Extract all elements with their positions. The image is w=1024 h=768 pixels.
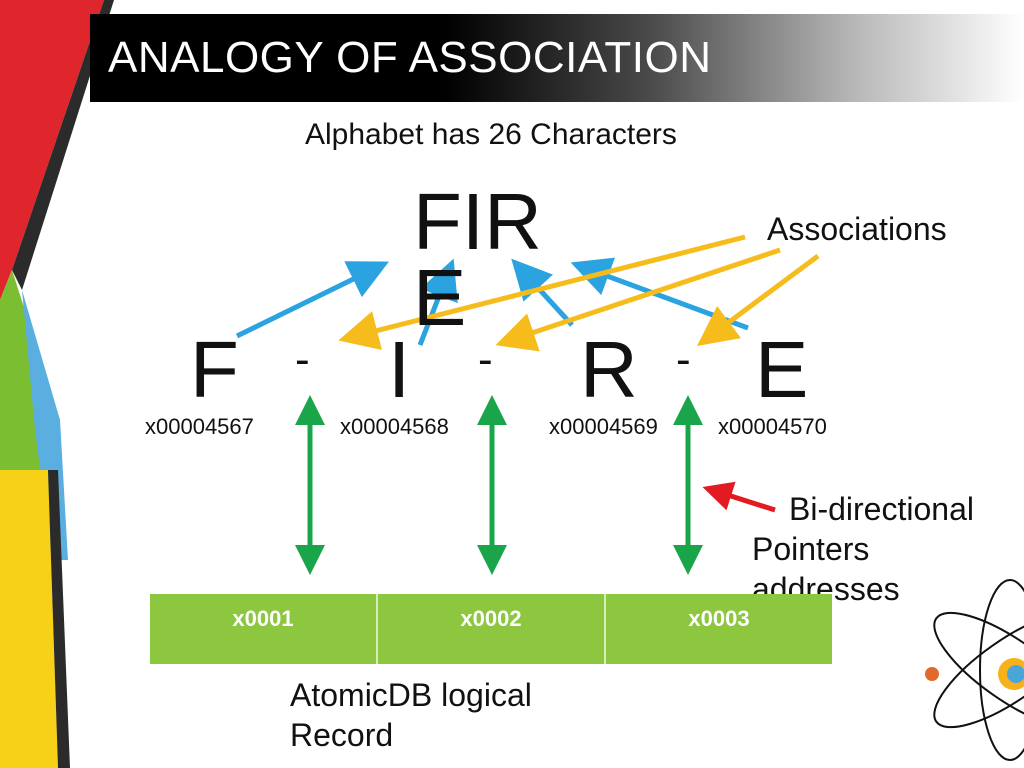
letter-r: R bbox=[580, 325, 638, 414]
accent-yellow-band bbox=[0, 470, 58, 768]
record-cell-1: x0001 bbox=[150, 594, 378, 664]
address-f: x00004567 bbox=[145, 414, 254, 439]
address-i: x00004568 bbox=[340, 414, 449, 439]
record-cell-3: x0003 bbox=[688, 606, 750, 631]
letter-i: I bbox=[388, 325, 411, 414]
record-label-line-1: AtomicDB logical bbox=[290, 677, 532, 713]
blue-arrow-f bbox=[235, 261, 389, 339]
record-label: AtomicDB logical Record bbox=[290, 675, 532, 755]
yellow-arrow-2 bbox=[495, 247, 781, 352]
accent-dark-stripe-lower bbox=[48, 470, 70, 768]
slide-title: ANALOGY OF ASSOCIATION bbox=[108, 33, 712, 82]
separator-2: - bbox=[478, 335, 493, 384]
subtitle: Alphabet has 26 Characters bbox=[305, 118, 677, 151]
word-fire: FIRE bbox=[413, 177, 542, 342]
pointer-label-line-2: Pointers bbox=[752, 531, 870, 567]
yellow-arrow-1 bbox=[338, 234, 746, 350]
yellow-arrow-3 bbox=[696, 253, 820, 346]
letter-e: E bbox=[755, 325, 809, 414]
red-arrow bbox=[702, 481, 776, 513]
record-label-line-2: Record bbox=[290, 717, 394, 753]
separator-1: - bbox=[295, 335, 310, 384]
pointer-label-line-1: Bi-directional bbox=[789, 491, 974, 527]
address-r: x00004569 bbox=[549, 414, 658, 439]
blue-arrow-e bbox=[570, 257, 749, 331]
atom-icon bbox=[925, 579, 1024, 761]
accent-dark-stripe bbox=[12, 0, 114, 290]
blue-arrow-r bbox=[511, 258, 574, 327]
address-e: x00004570 bbox=[718, 414, 827, 439]
accent-red-band bbox=[0, 0, 104, 300]
blue-arrow-i bbox=[417, 258, 458, 346]
title-bar bbox=[90, 14, 1024, 102]
pointer-label: Bi-directional Pointers addresses bbox=[752, 489, 974, 609]
record-cell-2: x0002 bbox=[378, 594, 606, 664]
associations-label: Associations bbox=[767, 211, 947, 247]
letter-f: F bbox=[190, 325, 239, 414]
separator-3: - bbox=[676, 335, 691, 384]
record-table: x0001 x0002 x0003 bbox=[150, 594, 832, 664]
